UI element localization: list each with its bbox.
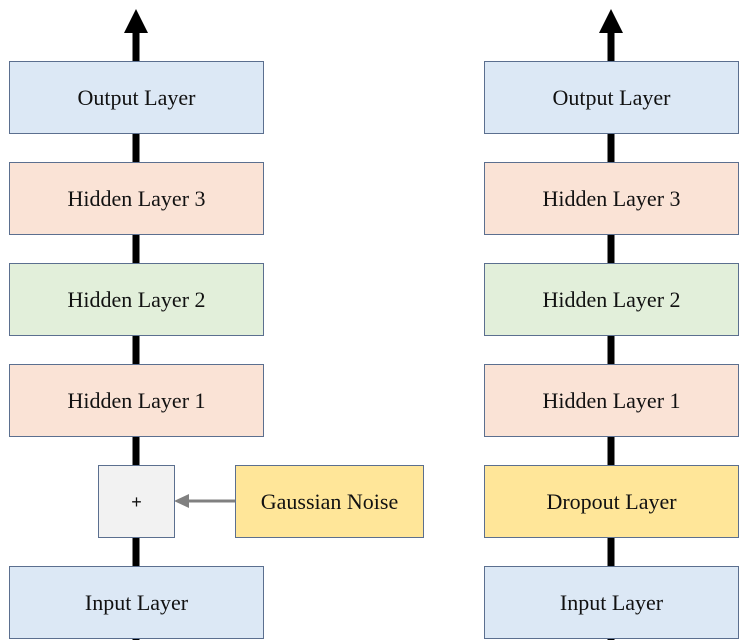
right-output-layer: Output Layer [484, 61, 739, 134]
left-hidden-layer-1: Hidden Layer 1 [9, 364, 264, 437]
dropout-layer: Dropout Layer [484, 465, 739, 538]
left-hidden-layer-2: Hidden Layer 2 [9, 263, 264, 336]
left-input-layer: Input Layer [9, 566, 264, 639]
adder-node: + [98, 465, 175, 538]
noise-arrowhead [174, 494, 189, 508]
right-hidden-layer-1: Hidden Layer 1 [484, 364, 739, 437]
left-hidden-layer-3: Hidden Layer 3 [9, 162, 264, 235]
right-input-layer: Input Layer [484, 566, 739, 639]
right-hidden-layer-3: Hidden Layer 3 [484, 162, 739, 235]
right-output-arrowhead [599, 9, 623, 33]
gaussian-noise-block: Gaussian Noise [235, 465, 424, 538]
left-output-layer: Output Layer [9, 61, 264, 134]
right-hidden-layer-2: Hidden Layer 2 [484, 263, 739, 336]
left-output-arrowhead [124, 9, 148, 33]
